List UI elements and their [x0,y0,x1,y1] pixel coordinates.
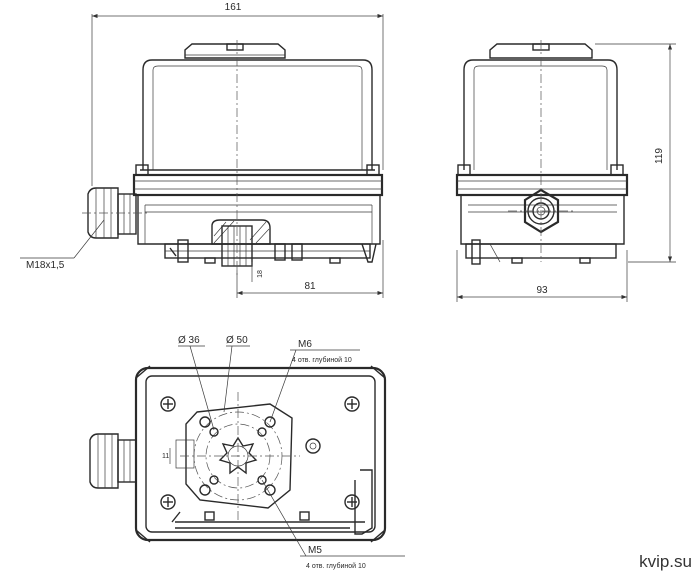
label-m5: M5 [308,545,322,556]
label-m6-note: 4 отв. глубиной 10 [292,356,352,364]
label-dia-36: Ø 36 [178,335,200,346]
side-view: 119 93 [455,40,676,302]
label-m6: M6 [298,339,312,350]
label-dia-50: Ø 50 [226,335,248,346]
dim-11: 11 [162,453,169,460]
top-view: 11 Ø 36 Ø 50 M6 4 отв. глубиной 10 M5 4 … [89,335,405,570]
dim-119: 119 [654,148,665,164]
label-gland-thread: M18x1,5 [26,260,65,271]
front-view: 161 [20,2,384,298]
label-m5-note: 4 отв. глубиной 10 [306,562,366,570]
dim-18: 18 [257,270,264,278]
dim-93: 93 [536,285,548,296]
mount-hole-icon [199,416,276,496]
dim-81: 81 [304,281,316,292]
watermark: kvip.su [639,552,692,571]
dim-161: 161 [225,2,242,13]
corner-screw-icon [160,396,360,510]
